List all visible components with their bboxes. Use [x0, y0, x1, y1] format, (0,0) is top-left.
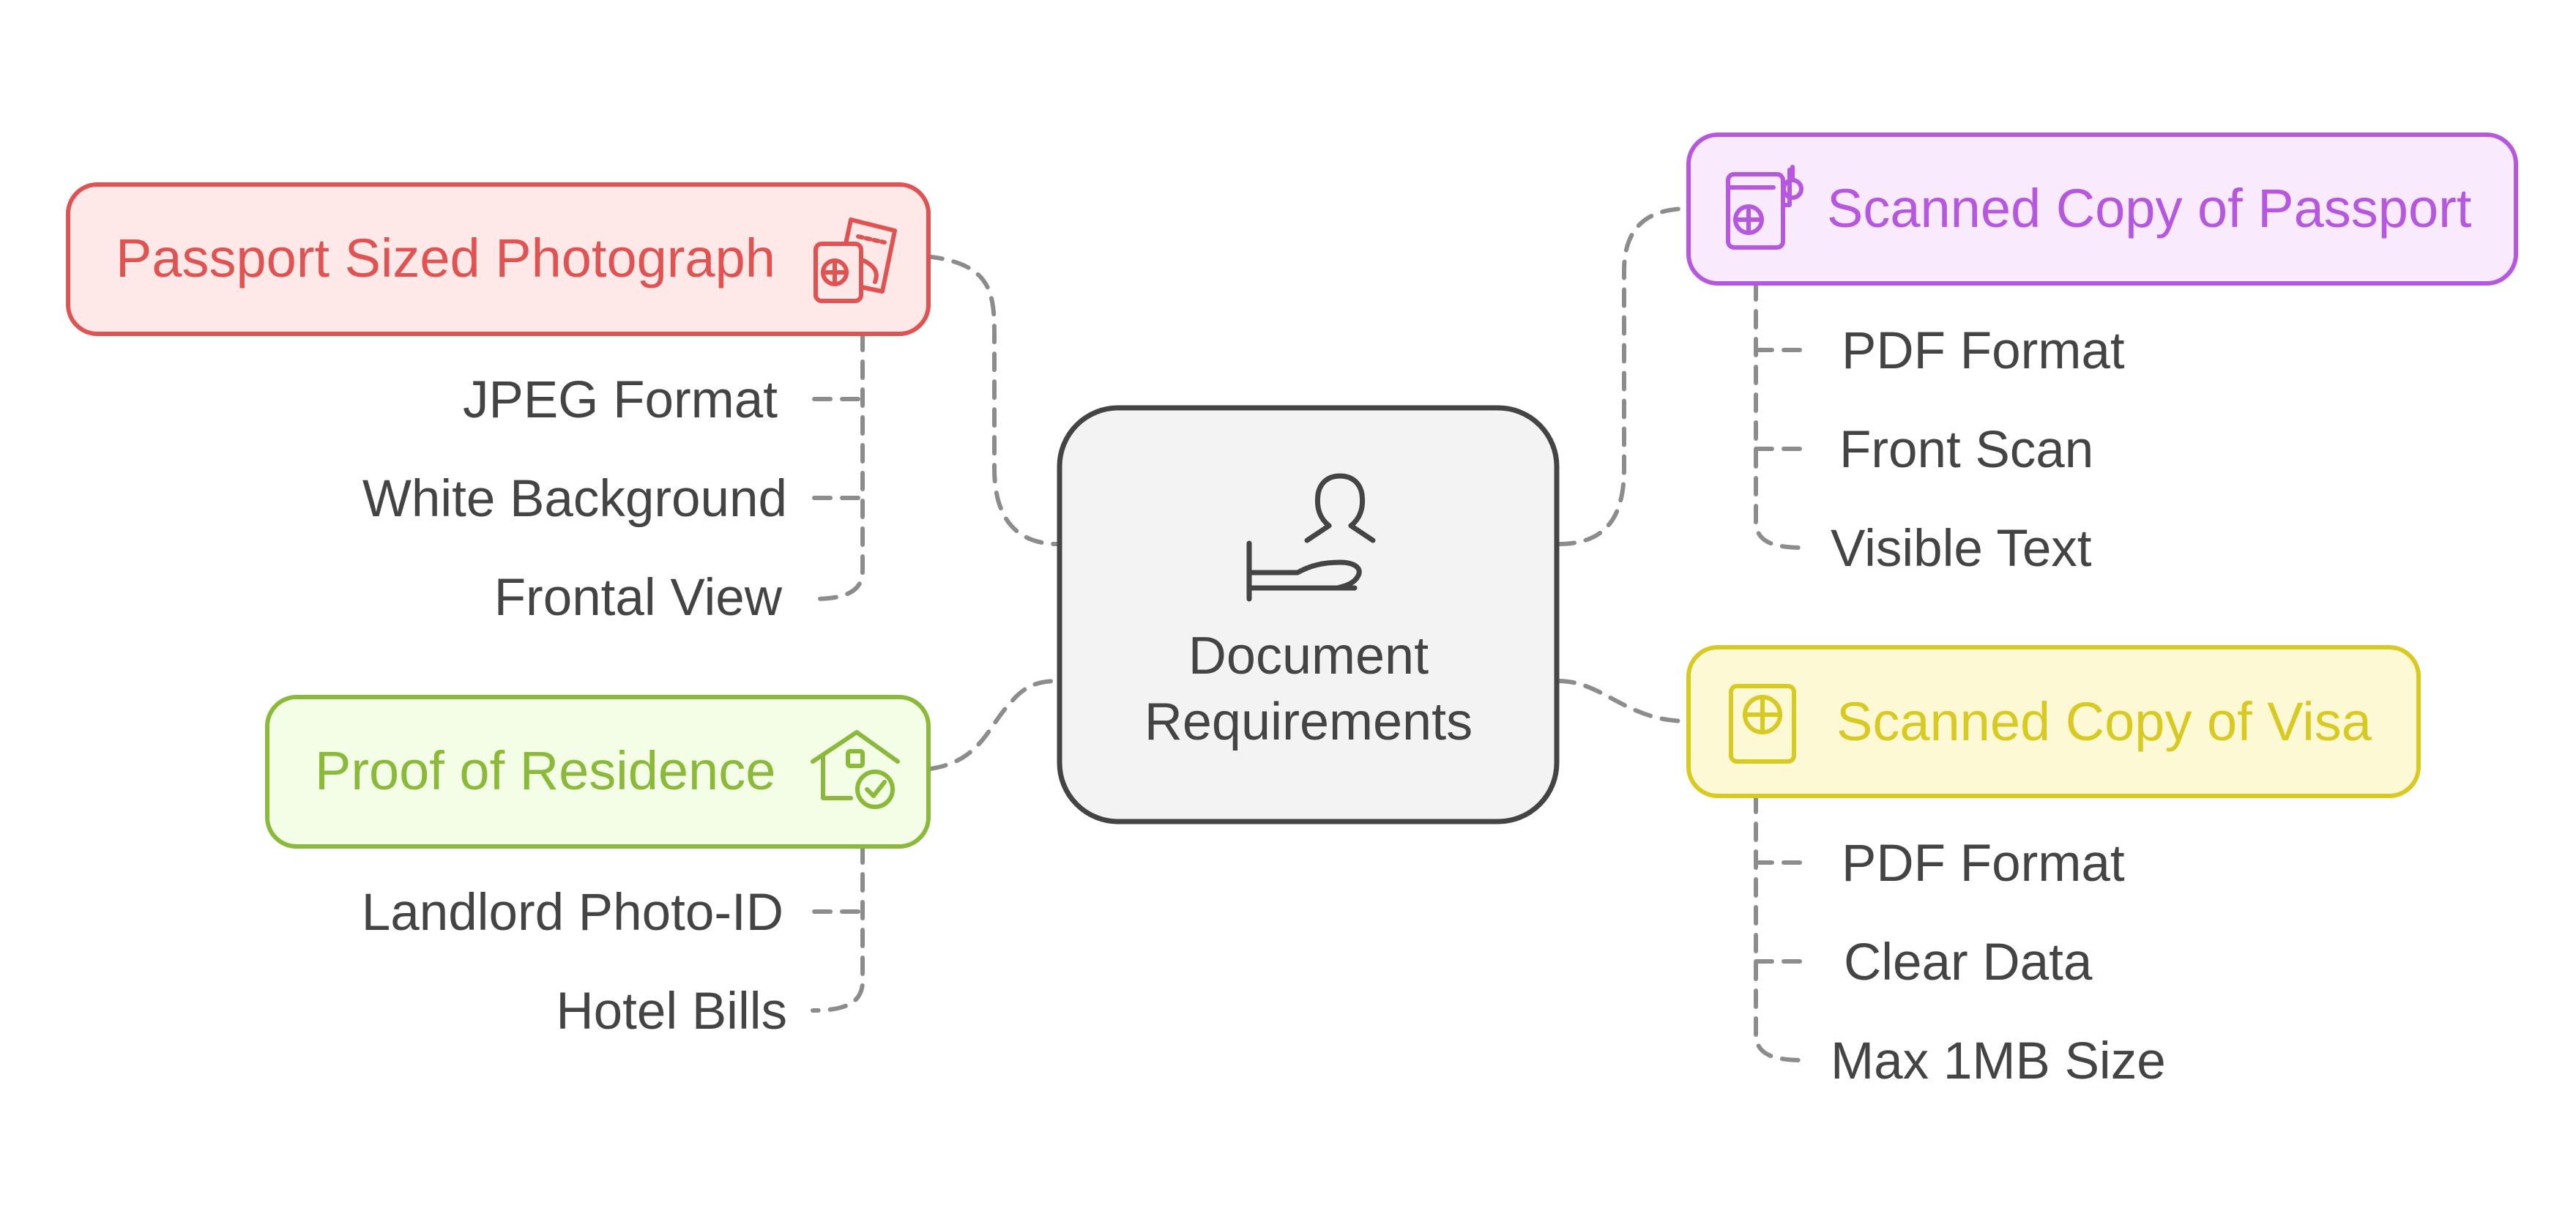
- passport-scan-title: Scanned Copy of Passport: [1827, 178, 2472, 239]
- passport-photo-item-2: White Background: [362, 470, 787, 528]
- passport-scan-item-1: PDF Format: [1842, 322, 2125, 380]
- connector-center-passport-photo: [924, 254, 1060, 546]
- passport-photo-box: [66, 182, 931, 336]
- connector-center-passport-scan: [1556, 206, 1690, 546]
- residence-node[interactable]: Proof of Residence: [265, 695, 931, 849]
- passport-photo-item-connectors: [811, 332, 865, 601]
- passport-photo-item-3: Frontal View: [494, 569, 783, 627]
- passport-scan-icon: [1726, 165, 1803, 250]
- passport-scan-item-2: Front Scan: [1839, 421, 2093, 479]
- center-node[interactable]: Document Requirements: [1057, 405, 1560, 824]
- visa-item-2: Clear Data: [1844, 934, 2093, 991]
- passport-ticket-icon: [814, 217, 897, 303]
- visa-item-3: Max 1MB Size: [1831, 1032, 2166, 1090]
- passport-photo-item-1: JPEG Format: [463, 371, 778, 429]
- connector-center-visa: [1556, 679, 1690, 723]
- passport-photo-node[interactable]: Passport Sized Photograph: [66, 182, 931, 336]
- passport-scan-box: [1686, 133, 2518, 286]
- connector-residence-trunk: [811, 844, 865, 1013]
- visa-title: Scanned Copy of Visa: [1836, 691, 2372, 752]
- passport-photo-title: Passport Sized Photograph: [116, 228, 775, 288]
- center-title-line2: Requirements: [1144, 693, 1473, 751]
- passport-icon: [1729, 684, 1796, 764]
- center-title-line1: Document: [1188, 627, 1429, 685]
- visa-box: [1686, 645, 2421, 798]
- connector-visa-trunk: [1754, 794, 1807, 1062]
- house-check-icon: [811, 730, 900, 809]
- passport-scan-item-3: Visible Text: [1831, 520, 2092, 578]
- center-node-box: [1057, 405, 1560, 824]
- passport-scan-item-connectors: [1754, 281, 1807, 550]
- visa-item-1: PDF Format: [1842, 835, 2125, 893]
- person-bed-icon: [1246, 473, 1376, 602]
- center-connectors: [924, 206, 1690, 771]
- visa-node[interactable]: Scanned Copy of Visa: [1686, 645, 2421, 798]
- passport-scan-node[interactable]: Scanned Copy of Passport: [1686, 133, 2518, 286]
- visa-item-connectors: [1754, 794, 1807, 1062]
- connector-passport-photo-trunk: [811, 332, 865, 601]
- connector-center-residence: [928, 679, 1060, 771]
- residence-item-connectors: [811, 844, 865, 1013]
- residence-item-1: Landlord Photo-ID: [362, 884, 783, 942]
- connector-passport-scan-trunk: [1754, 281, 1807, 550]
- residence-item-2: Hotel Bills: [556, 983, 787, 1040]
- residence-title: Proof of Residence: [315, 740, 775, 801]
- residence-box: [265, 695, 931, 849]
